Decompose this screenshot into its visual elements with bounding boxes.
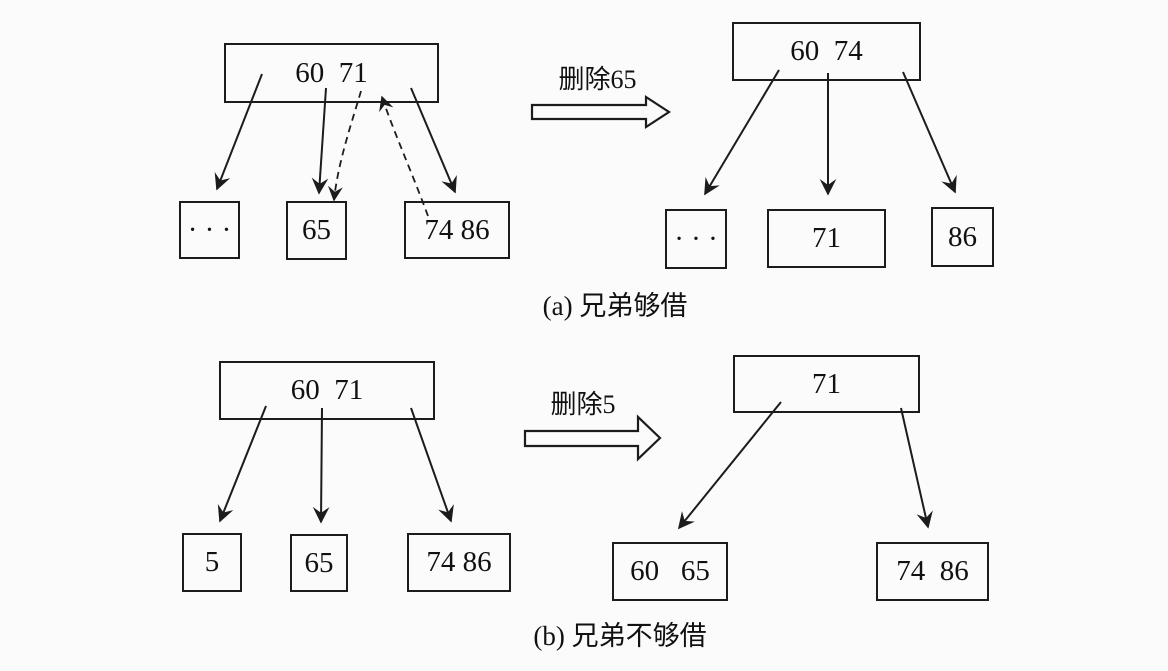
a-borrow-dashed-arrows [327, 90, 429, 217]
transition-arrow-a-icon [530, 94, 672, 130]
a-before-child-65-node: 65 [286, 201, 347, 260]
a-after-arrow-left [704, 69, 780, 196]
caption-a: (a) 兄弟够借 [542, 291, 688, 321]
b-before-child-65-node: 65 [290, 534, 348, 592]
b-before-arrow-right [410, 407, 454, 523]
b-after-arrow-left [677, 401, 782, 530]
b-after-child-74-86-node: 74 86 [876, 542, 989, 601]
b-after-arrow-right [900, 407, 933, 529]
a-before-arrow-middle [311, 87, 329, 195]
a-after-child-dots-node: · · · [665, 209, 727, 269]
b-before-arrow-left [217, 405, 267, 523]
a-after-pointer-arrows [704, 69, 957, 196]
b-after-pointer-arrows [677, 401, 933, 530]
b-before-arrow-middle [312, 407, 330, 524]
delete-65-label: 删除65 [558, 65, 637, 94]
key-71-moves-down-arrow [327, 90, 362, 202]
a-before-arrow-right [410, 87, 457, 194]
key-74-moves-up-arrow [379, 95, 429, 217]
b-before-root-node: 60 71 [219, 361, 435, 420]
a-before-root-node: 60 71 [224, 43, 439, 103]
a-after-arrow-right [902, 71, 957, 194]
b-before-child-74-86-node: 74 86 [407, 533, 511, 592]
b-after-child-60-65-node: 60 65 [612, 542, 728, 601]
a-before-child-74-86-node: 74 86 [404, 201, 510, 259]
transition-arrow-b-icon [523, 414, 662, 462]
caption-b: (b) 兄弟不够借 [533, 621, 707, 651]
b-before-child-5-node: 5 [182, 533, 242, 592]
a-before-child-dots-node: · · · [179, 201, 240, 259]
a-after-root-node: 60 74 [732, 22, 921, 81]
a-after-child-86-node: 86 [931, 207, 994, 267]
delete-5-label: 删除5 [550, 390, 616, 419]
b-after-root-node: 71 [733, 355, 920, 413]
b-before-pointer-arrows [217, 405, 454, 524]
a-after-child-71-node: 71 [767, 209, 886, 268]
